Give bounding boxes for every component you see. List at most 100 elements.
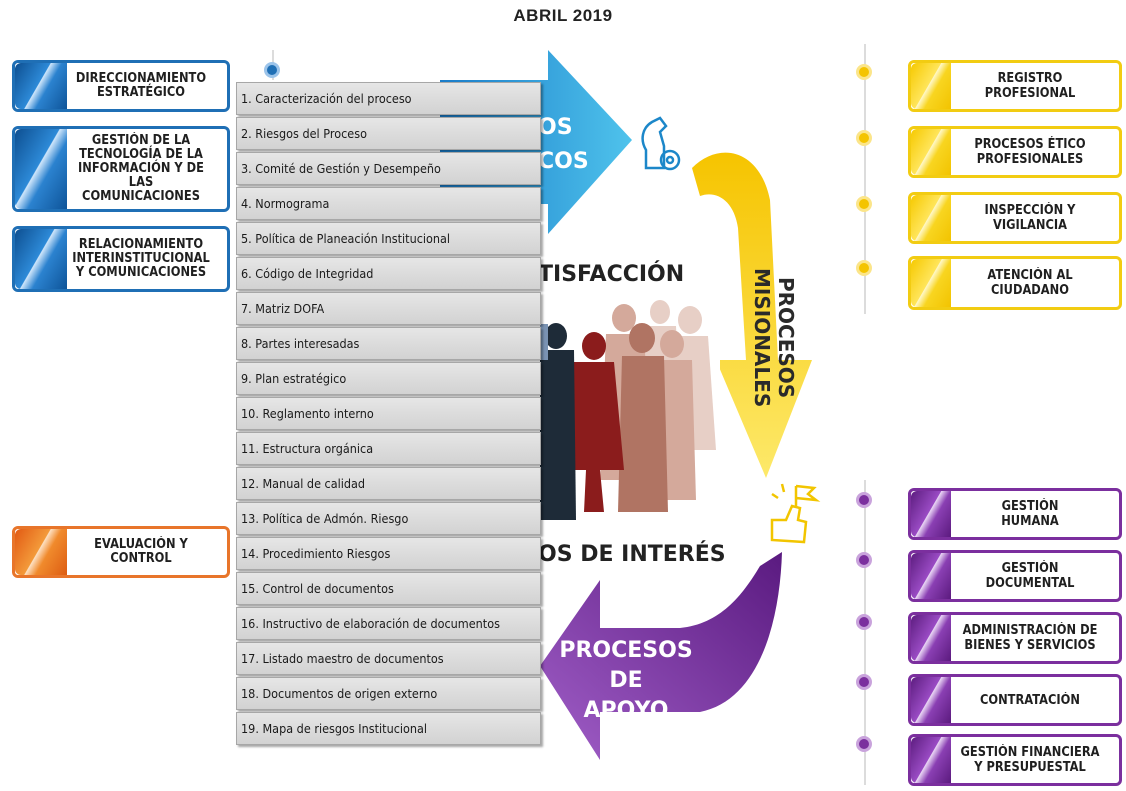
tab-gestion-financiera[interactable]: GESTIÓN FINANCIERA Y PRESUPUESTAL <box>908 734 1122 786</box>
document-list: 1. Caracterización del proceso 2. Riesgo… <box>236 82 541 747</box>
list-item[interactable]: 8. Partes interesadas <box>236 327 541 360</box>
tab-stripe <box>911 259 951 307</box>
list-item[interactable]: 12. Manual de calidad <box>236 467 541 500</box>
list-item-label: 17. Listado maestro de documentos <box>241 651 444 666</box>
tab-stripe <box>911 677 951 723</box>
tab-inspeccion-vigilancia[interactable]: INSPECCIÓN Y VIGILANCIA <box>908 192 1122 244</box>
tab-contratacion[interactable]: CONTRATACIÓN <box>908 674 1122 726</box>
list-item[interactable]: 14. Procedimiento Riesgos <box>236 537 541 570</box>
tab-label: EVALUACIÓN Y CONTROL <box>94 537 188 566</box>
tab-label: RELACIONAMIENTO INTERINSTITUCIONAL Y COM… <box>72 237 210 280</box>
tab-gestion-tecnologia[interactable]: GESTIÓN DE LA TECNOLOGÍA DE LA INFORMACI… <box>12 126 230 212</box>
tab-label: ATENCIÓN AL CIUDADANO <box>987 268 1073 298</box>
list-item-label: 14. Procedimiento Riesgos <box>241 546 391 561</box>
yellow-dot <box>856 196 872 212</box>
stakeholders-image <box>540 292 720 532</box>
tab-label: DIRECCIONAMIENTO ESTRATÉGICO <box>75 71 207 100</box>
list-item-label: 7. Matriz DOFA <box>241 301 325 316</box>
tab-stripe <box>15 229 67 289</box>
list-item[interactable]: 5. Política de Planeación Institucional <box>236 222 541 255</box>
tab-stripe <box>911 615 951 661</box>
page-title: ABRIL 2019 <box>513 6 613 25</box>
tab-stripe <box>15 63 67 109</box>
tab-label: GESTIÓN FINANCIERA Y PRESUPUESTAL <box>960 745 1100 775</box>
list-item-label: 18. Documentos de origen externo <box>241 686 438 701</box>
list-item[interactable]: 11. Estructura orgánica <box>236 432 541 465</box>
yellow-dot <box>856 130 872 146</box>
tab-gestion-humana[interactable]: GESTIÓN HUMANA <box>908 488 1122 540</box>
list-item[interactable]: 3. Comité de Gestión y Desempeño <box>236 152 541 185</box>
yellow-dot <box>856 260 872 276</box>
purple-dot <box>856 492 872 508</box>
right-connector-top <box>864 44 866 314</box>
list-item-label: 1. Caracterización del proceso <box>241 91 412 106</box>
tab-stripe <box>15 529 67 575</box>
tab-gestion-documental[interactable]: GESTIÓN DOCUMENTAL <box>908 550 1122 602</box>
list-item[interactable]: 6. Código de Integridad <box>236 257 541 290</box>
list-item-label: 10. Reglamento interno <box>241 406 374 421</box>
list-item-label: 6. Código de Integridad <box>241 266 374 281</box>
chess-knight-gear-icon <box>641 116 681 171</box>
list-item[interactable]: 15. Control de documentos <box>236 572 541 605</box>
estrategicos-label-2: COS <box>538 149 589 174</box>
thumbs-up-flag-icon <box>770 483 821 544</box>
list-item-label: 13. Política de Admón. Riesgo <box>241 511 409 526</box>
tab-evaluacion-control[interactable]: EVALUACIÓN Y CONTROL <box>12 526 230 578</box>
misionales-arrow <box>692 152 812 478</box>
apoyo-arrow <box>540 552 782 760</box>
right-connector-bottom <box>864 480 866 785</box>
tab-label: PROCESOS ÉTICO PROFESIONALES <box>974 137 1086 167</box>
list-item-label: 19. Mapa de riesgos Institucional <box>241 721 428 736</box>
list-item-label: 4. Normograma <box>241 196 330 211</box>
list-item-label: 16. Instructivo de elaboración de docume… <box>241 616 500 631</box>
apoyo-label: PROCESOS DE APOYO <box>559 638 693 723</box>
list-item-label: 8. Partes interesadas <box>241 336 360 351</box>
purple-dot <box>856 736 872 752</box>
tab-stripe <box>15 129 67 209</box>
purple-dot <box>856 614 872 630</box>
tab-label: CONTRATACIÓN <box>979 692 1080 708</box>
list-item-label: 15. Control de documentos <box>241 581 394 596</box>
list-item[interactable]: 2. Riesgos del Proceso <box>236 117 541 150</box>
tab-stripe <box>911 737 951 783</box>
left-dot <box>264 62 280 78</box>
list-item[interactable]: 1. Caracterización del proceso <box>236 82 541 115</box>
list-item[interactable]: 9. Plan estratégico <box>236 362 541 395</box>
purple-dot <box>856 552 872 568</box>
tab-atencion-ciudadano[interactable]: ATENCIÓN AL CIUDADANO <box>908 256 1122 310</box>
tab-stripe <box>911 195 951 241</box>
tab-label: GESTIÓN HUMANA <box>1001 499 1059 529</box>
list-item[interactable]: 4. Normograma <box>236 187 541 220</box>
interes-label: OS DE INTERÉS <box>538 542 726 567</box>
tab-label: GESTIÓN DOCUMENTAL <box>985 561 1075 591</box>
estrategicos-label-1: OS <box>538 115 573 140</box>
list-item[interactable]: 16. Instructivo de elaboración de docume… <box>236 607 541 640</box>
tab-label: INSPECCIÓN Y VIGILANCIA <box>984 203 1076 233</box>
list-item-label: 2. Riesgos del Proceso <box>241 126 367 141</box>
purple-dot <box>856 674 872 690</box>
list-item[interactable]: 17. Listado maestro de documentos <box>236 642 541 675</box>
tab-procesos-etico[interactable]: PROCESOS ÉTICO PROFESIONALES <box>908 126 1122 178</box>
tab-administracion-bienes[interactable]: ADMINISTRACIÓN DE BIENES Y SERVICIOS <box>908 612 1122 664</box>
tab-stripe <box>911 491 951 537</box>
misionales-label-1: PROCESOS <box>774 277 798 399</box>
list-item[interactable]: 7. Matriz DOFA <box>236 292 541 325</box>
list-item-label: 11. Estructura orgánica <box>241 441 374 456</box>
list-item[interactable]: 19. Mapa de riesgos Institucional <box>236 712 541 745</box>
tab-label: ADMINISTRACIÓN DE BIENES Y SERVICIOS <box>962 623 1098 653</box>
list-item-label: 12. Manual de calidad <box>241 476 366 491</box>
list-item-label: 9. Plan estratégico <box>241 371 347 386</box>
tab-stripe <box>911 63 951 109</box>
misionales-label-2: MISIONALES <box>750 268 774 408</box>
list-item[interactable]: 13. Política de Admón. Riesgo <box>236 502 541 535</box>
list-item-label: 3. Comité de Gestión y Desempeño <box>241 161 441 176</box>
tab-registro-profesional[interactable]: REGISTRO PROFESIONAL <box>908 60 1122 112</box>
tab-label: REGISTRO PROFESIONAL <box>984 71 1076 101</box>
tab-direccionamiento-estrategico[interactable]: DIRECCIONAMIENTO ESTRATÉGICO <box>12 60 230 112</box>
tab-stripe <box>911 553 951 599</box>
list-item[interactable]: 18. Documentos de origen externo <box>236 677 541 710</box>
tab-label: GESTIÓN DE LA TECNOLOGÍA DE LA INFORMACI… <box>78 133 204 204</box>
list-item[interactable]: 10. Reglamento interno <box>236 397 541 430</box>
tab-relacionamiento[interactable]: RELACIONAMIENTO INTERINSTITUCIONAL Y COM… <box>12 226 230 292</box>
misionales-label: PROCESOS MISIONALES <box>738 258 798 418</box>
